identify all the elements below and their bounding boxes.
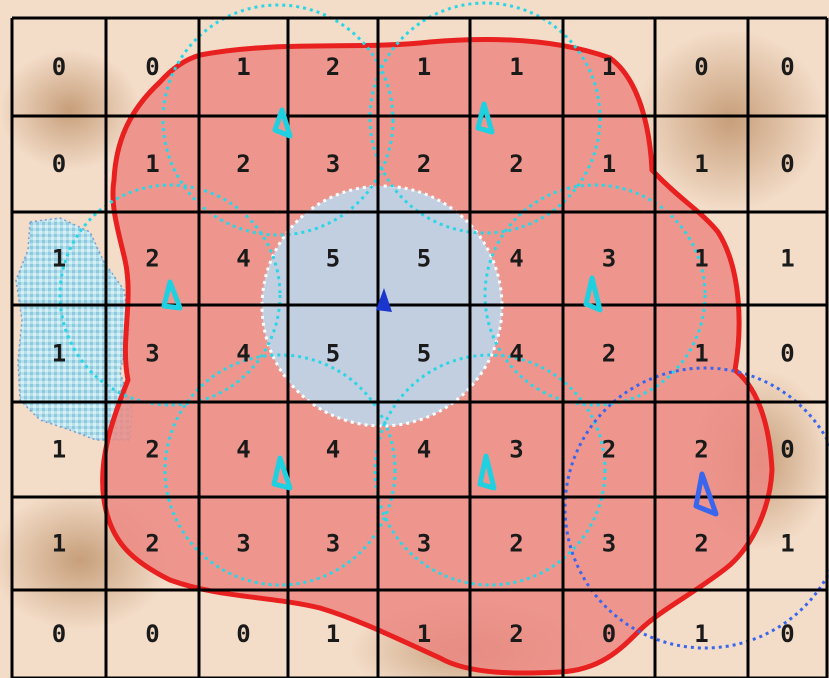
coverage-count: 5 <box>417 245 431 273</box>
coverage-count: 1 <box>52 245 66 273</box>
coverage-count: 5 <box>326 245 340 273</box>
coverage-count: 5 <box>417 340 431 368</box>
water-area <box>16 218 132 440</box>
coverage-count: 2 <box>509 620 523 648</box>
coverage-count: 2 <box>694 530 708 558</box>
coverage-count: 1 <box>694 620 708 648</box>
coverage-count: 1 <box>694 245 708 273</box>
coverage-count: 2 <box>509 530 523 558</box>
coverage-count: 4 <box>509 340 523 368</box>
coverage-count: 1 <box>145 150 159 178</box>
coverage-count: 0 <box>780 53 794 81</box>
coverage-count: 4 <box>236 436 250 464</box>
coverage-count: 0 <box>780 620 794 648</box>
coverage-count: 0 <box>602 620 616 648</box>
coverage-count: 1 <box>694 340 708 368</box>
coverage-count: 1 <box>602 53 616 81</box>
coverage-count: 2 <box>145 530 159 558</box>
coverage-count: 2 <box>602 436 616 464</box>
coverage-count: 3 <box>602 245 616 273</box>
coverage-count: 1 <box>236 53 250 81</box>
coverage-count: 3 <box>326 150 340 178</box>
coverage-count: 0 <box>52 53 66 81</box>
coverage-count: 2 <box>236 150 250 178</box>
coverage-count: 0 <box>780 436 794 464</box>
coverage-count: 2 <box>417 150 431 178</box>
coverage-count: 3 <box>509 436 523 464</box>
coverage-count: 4 <box>417 436 431 464</box>
coverage-count: 1 <box>52 436 66 464</box>
coverage-count: 2 <box>326 53 340 81</box>
coverage-count: 3 <box>602 530 616 558</box>
coverage-count: 3 <box>236 530 250 558</box>
coverage-count: 1 <box>52 530 66 558</box>
coverage-count: 2 <box>145 436 159 464</box>
coverage-count: 4 <box>326 436 340 464</box>
coverage-count: 4 <box>236 245 250 273</box>
coverage-count: 3 <box>145 340 159 368</box>
coverage-count: 1 <box>52 340 66 368</box>
coverage-count: 1 <box>417 53 431 81</box>
coverage-count: 1 <box>694 150 708 178</box>
coverage-count: 0 <box>52 150 66 178</box>
coverage-count: 0 <box>780 150 794 178</box>
coverage-count: 0 <box>145 620 159 648</box>
coverage-count: 4 <box>236 340 250 368</box>
coverage-count: 2 <box>145 245 159 273</box>
coverage-count: 4 <box>509 245 523 273</box>
coverage-count: 2 <box>509 150 523 178</box>
coverage-count: 1 <box>326 620 340 648</box>
coverage-count: 0 <box>52 620 66 648</box>
coverage-count: 0 <box>145 53 159 81</box>
coverage-count: 1 <box>417 620 431 648</box>
coverage-count: 1 <box>780 245 794 273</box>
coverage-count: 1 <box>509 53 523 81</box>
coverage-count: 3 <box>417 530 431 558</box>
coverage-count: 5 <box>326 340 340 368</box>
coverage-count: 0 <box>236 620 250 648</box>
coverage-count: 1 <box>602 150 616 178</box>
coverage-count: 1 <box>780 530 794 558</box>
coverage-count: 0 <box>780 340 794 368</box>
coverage-count: 0 <box>694 53 708 81</box>
coverage-count: 2 <box>602 340 616 368</box>
coverage-count: 2 <box>694 436 708 464</box>
coverage-count: 3 <box>326 530 340 558</box>
